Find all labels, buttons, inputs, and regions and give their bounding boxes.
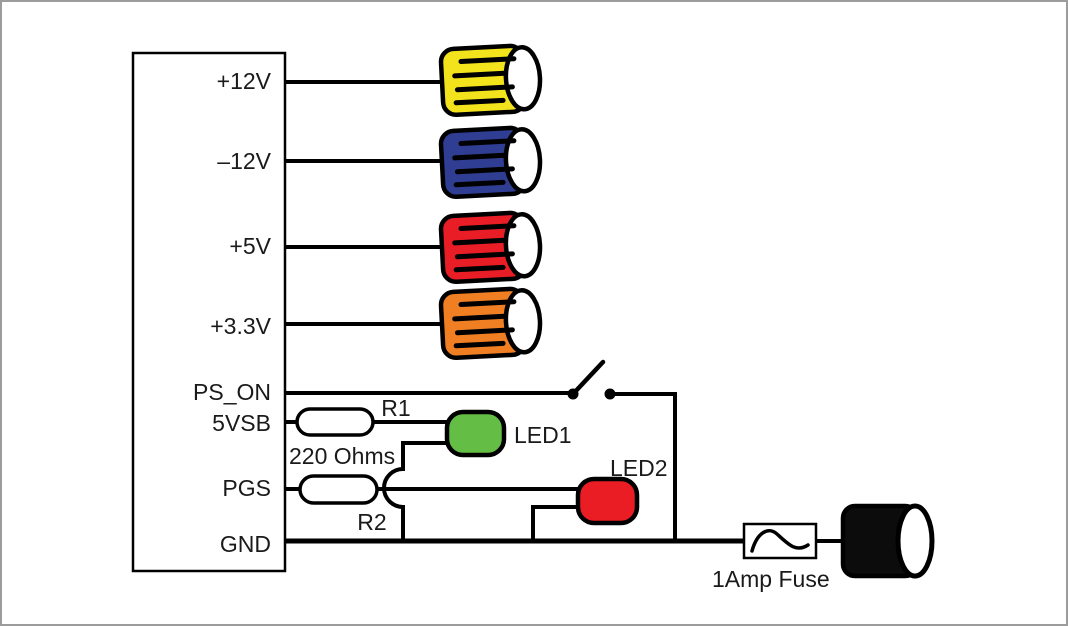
binding-post-plus3v3	[438, 286, 543, 361]
knurl-line	[452, 313, 508, 322]
knurl-line	[452, 70, 508, 79]
binding-post-gnd	[840, 503, 935, 579]
binding-post-plus5v	[438, 210, 543, 285]
knurl-line	[454, 327, 515, 336]
knurl-line	[454, 166, 515, 175]
fuse-element-curve	[750, 529, 810, 553]
led1-label: LED1	[514, 422, 572, 448]
fuse-label: 1Amp Fuse	[712, 566, 830, 592]
led2-body	[575, 476, 640, 526]
knurl-line	[458, 138, 517, 146]
switch-contact-left-dot	[567, 388, 579, 400]
power-switch	[567, 359, 616, 400]
post-knurl-lines	[452, 299, 517, 349]
knurl-line	[454, 251, 515, 260]
post-endcap	[503, 212, 543, 279]
resistor-value-label: 220 Ohms	[289, 443, 395, 469]
knurl-line	[453, 179, 506, 188]
knurl-line	[452, 152, 508, 161]
pin-label-minus12v: –12V	[217, 148, 271, 174]
knurl-line	[454, 84, 515, 93]
pin-label-ps-on: PS_ON	[193, 379, 271, 405]
switch-blade	[570, 359, 606, 397]
knurl-line	[453, 97, 506, 106]
post-endcap	[503, 288, 543, 355]
pin-label-plus12v: +12V	[217, 68, 272, 94]
wire-led1-cathode-hop	[382, 441, 450, 541]
knurl-line	[458, 223, 517, 231]
resistor-r1	[295, 407, 375, 437]
post-endcap	[503, 127, 543, 194]
fuse	[742, 522, 818, 560]
pin-label-plus3v3: +3.3V	[210, 313, 271, 339]
wires	[285, 80, 846, 544]
knurl-line	[458, 56, 517, 64]
knurl-line	[453, 264, 506, 273]
post-endcap	[895, 503, 935, 579]
knurl-line	[453, 340, 506, 349]
pin-label-gnd: GND	[220, 531, 271, 557]
resistor-r1-label: R1	[381, 395, 410, 421]
post-knurl-lines	[452, 138, 517, 188]
wire-led2-cathode	[531, 505, 580, 541]
led2-label: LED2	[610, 455, 668, 481]
resistor-r2	[298, 474, 379, 505]
pin-label-plus5v: +5V	[229, 233, 271, 259]
post-knurl-lines	[452, 223, 517, 273]
pin-label-5vsb: 5VSB	[212, 410, 271, 436]
pin-label-pgs: PGS	[222, 475, 271, 501]
post-endcap	[503, 45, 543, 112]
psu-box	[131, 51, 287, 573]
led1-body	[444, 409, 507, 458]
resistor-r2-label: R2	[357, 509, 386, 535]
post-knurl-lines	[452, 56, 517, 106]
wire-switch-to-gnd-bus	[610, 392, 677, 541]
switch-contact-right-dot	[604, 388, 616, 400]
knurl-line	[452, 237, 508, 246]
binding-post-plus12v	[438, 43, 543, 118]
knurl-line	[458, 299, 517, 307]
binding-post-minus12v	[438, 125, 543, 200]
